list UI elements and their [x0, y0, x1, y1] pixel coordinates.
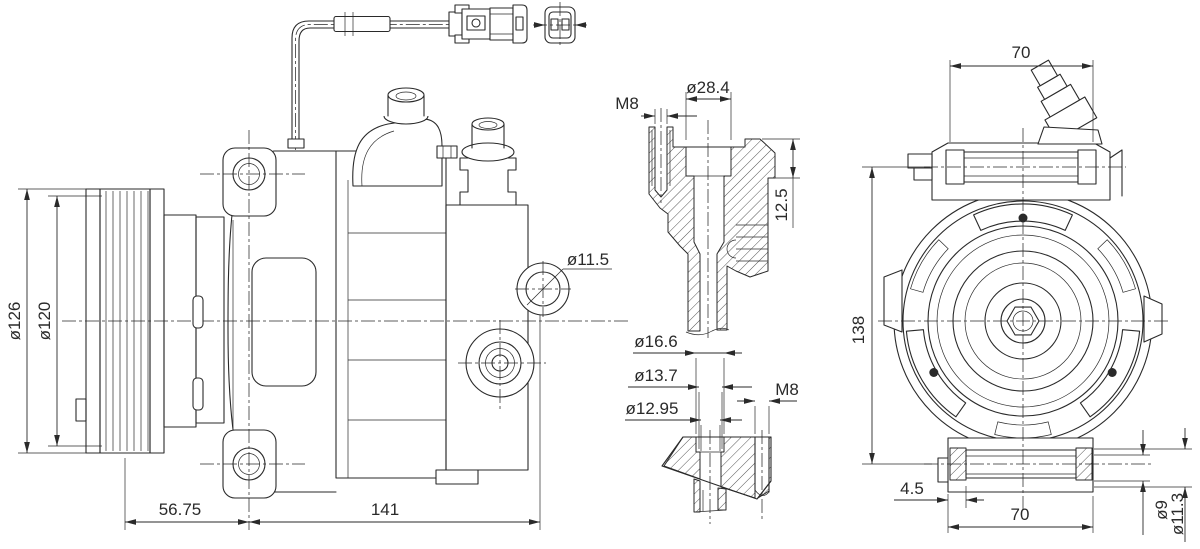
rivet	[1018, 213, 1028, 223]
dim-boss-diameter: ø11.5	[567, 250, 609, 269]
wire-harness	[287, 12, 462, 150]
dim-port-bore: ø28.4	[686, 78, 729, 97]
dim-pulley-pd: ø120	[35, 302, 54, 341]
mount-bracket-bottom	[924, 437, 1192, 493]
service-port-boss	[458, 320, 546, 410]
compressor-side-view: ø126 ø120 56.75 141 ø11.5	[5, 87, 628, 530]
dim-body-length: 141	[371, 500, 399, 519]
suction-fitting	[459, 117, 517, 206]
connector-pin	[550, 18, 559, 31]
electrical-connector-angled	[1030, 59, 1103, 145]
front-view-dimensions: 70 138 4.5 70 ø9 ø11.3	[849, 43, 1188, 542]
rivet	[929, 368, 939, 377]
compressor-body	[200, 130, 571, 530]
discharge-fitting	[352, 87, 443, 187]
connector-plug-end-view	[533, 2, 587, 48]
dim-pin-od: ø11.3	[1168, 493, 1187, 535]
mounting-lug-top	[200, 147, 305, 217]
pulley-slot	[1079, 329, 1141, 418]
port-detail-bottom-dimensions: ø16.6 ø13.7 ø12.95 M8	[625, 332, 799, 451]
dim-bushing-offset: 4.5	[900, 479, 924, 498]
dim-bottom-thread: M8	[775, 380, 799, 399]
wire-clip	[287, 138, 305, 149]
dim-mount-height: 138	[849, 316, 868, 344]
rear-foot	[435, 469, 479, 485]
clutch-plate	[192, 216, 225, 424]
dim-hub-length: 56.75	[159, 500, 202, 519]
port-detail-bottom: ø16.6 ø13.7 ø12.95 M8	[625, 332, 799, 524]
compressor-front-view: 70 138 4.5 70 ø9 ø11.3	[849, 43, 1192, 542]
pulley-slot	[910, 239, 949, 293]
connector-plug-side-view	[448, 4, 528, 44]
rivet	[1107, 368, 1117, 377]
dim-pin-id: ø9	[1152, 500, 1171, 520]
dim-bore-small: ø12.95	[626, 399, 679, 418]
port-detail-top: ø28.4 M8 12.5	[615, 78, 800, 338]
pulley-slot	[973, 203, 1073, 231]
cylinder-block	[335, 150, 447, 479]
dim-bore-mid: ø13.7	[634, 366, 677, 385]
housing-tab-left	[883, 269, 903, 333]
port-detail-top-dimensions: ø28.4 M8 12.5	[615, 78, 800, 228]
connector-base	[1037, 126, 1103, 145]
dim-mount-width-top: 70	[1012, 43, 1031, 62]
side-view-dimensions: ø126 ø120 56.75 141 ø11.5	[5, 188, 612, 530]
mounting-lug-bottom	[200, 429, 305, 499]
dim-port-depth: 12.5	[772, 188, 791, 221]
housing-tab-right	[1143, 295, 1163, 343]
dim-port-thread: M8	[615, 94, 639, 113]
dim-mount-width-bottom: 70	[1011, 505, 1030, 524]
pulley-slot	[994, 421, 1052, 439]
fitting-bolt	[436, 145, 458, 159]
pulley-slot	[905, 329, 967, 418]
mount-bracket-top	[907, 142, 1126, 201]
housing-window	[251, 257, 317, 387]
dim-counterbore: ø16.6	[634, 332, 677, 351]
dim-pulley-od: ø126	[5, 302, 24, 341]
pulley-slot	[1097, 239, 1136, 293]
connector-pin	[561, 18, 570, 31]
